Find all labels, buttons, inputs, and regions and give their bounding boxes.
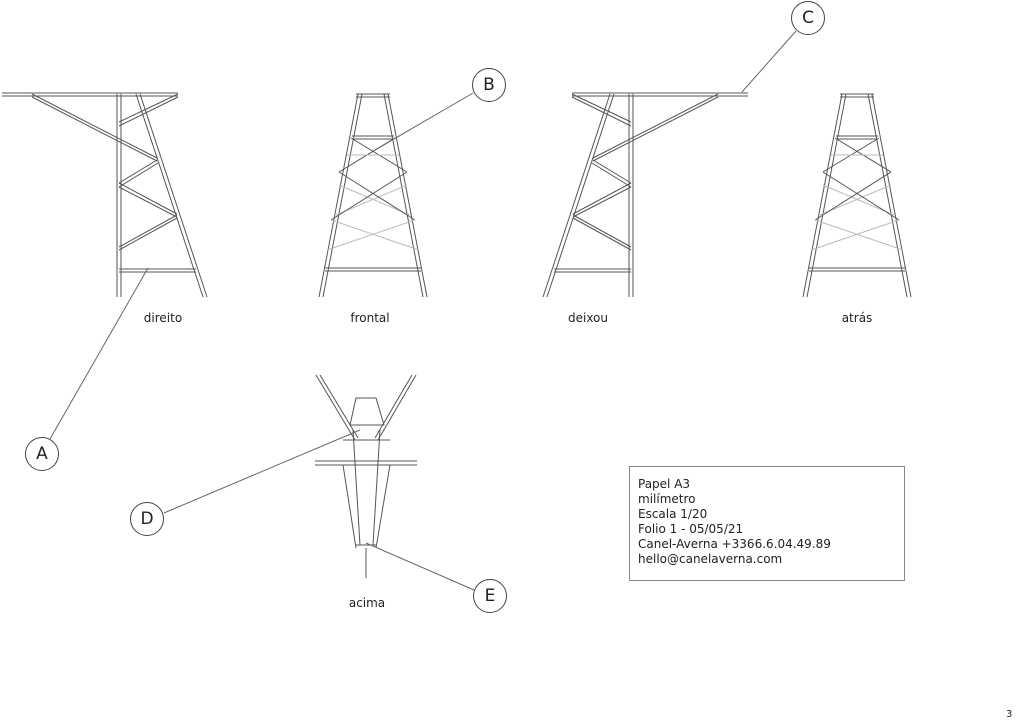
info-scale: Escala 1/20 <box>638 507 708 521</box>
view-label-back: atrás <box>841 311 873 325</box>
front-view-drawing <box>318 93 428 298</box>
page-number: 3 <box>1006 709 1013 720</box>
callout-a: A <box>25 437 59 471</box>
info-paper: Papel A3 <box>638 477 691 491</box>
title-block: Papel A3 milímetro Escala 1/20 Folio 1 -… <box>629 466 905 581</box>
callout-e: E <box>473 579 507 613</box>
callout-b: B <box>472 68 506 102</box>
view-label-right: direito <box>143 311 183 325</box>
info-email: hello@canelaverna.com <box>638 552 783 566</box>
right-view-drawing <box>1 92 208 298</box>
leader-lines <box>49 30 797 591</box>
view-label-front: frontal <box>350 311 390 325</box>
back-view-drawing <box>802 93 912 298</box>
callout-d: D <box>130 502 164 536</box>
top-view-drawing <box>315 374 417 578</box>
left-view-drawing <box>542 92 749 298</box>
view-label-left: deixou <box>567 311 609 325</box>
view-label-top: acima <box>348 596 386 610</box>
info-contact: Canel-Averna +3366.6.04.49.89 <box>638 537 831 551</box>
callout-c: C <box>791 1 825 35</box>
info-folio: Folio 1 - 05/05/21 <box>638 522 744 536</box>
info-unit: milímetro <box>638 492 696 506</box>
